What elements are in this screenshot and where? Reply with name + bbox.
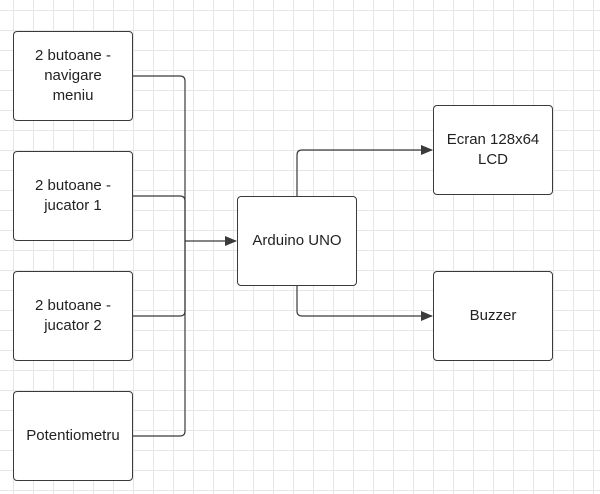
edge-nav-to-arduino: [133, 75, 186, 241]
edge-player1-to-arduino: [133, 195, 186, 241]
edge-arduino-to-buzzer: [296, 286, 433, 321]
node-lcd-screen[interactable]: Ecran 128x64 LCD: [433, 105, 553, 195]
node-label: Ecran 128x64 LCD: [446, 131, 540, 168]
node-label: Arduino UNO: [252, 232, 342, 249]
node-label: 2 butoane - jucator 2: [35, 297, 111, 334]
node-buttons-player-1[interactable]: 2 butoane - jucator 1: [13, 151, 133, 241]
node-buttons-menu-navigation[interactable]: 2 butoane - navigare meniu: [13, 31, 133, 121]
node-arduino-uno[interactable]: Arduino UNO: [237, 196, 357, 286]
node-buttons-player-2[interactable]: 2 butoane - jucator 2: [13, 271, 133, 361]
node-potentiometer[interactable]: Potentiometru: [13, 391, 133, 481]
edge-potentiometer-to-arduino: [133, 241, 186, 437]
node-label: Potentiometru: [26, 427, 120, 444]
edge-player2-to-arduino: [133, 241, 186, 317]
node-label: 2 butoane - jucator 1: [35, 177, 111, 214]
edge-arduino-to-lcd: [296, 145, 433, 196]
node-buzzer[interactable]: Buzzer: [433, 271, 553, 361]
node-label: 2 butoane - navigare meniu: [35, 47, 111, 104]
node-label: Buzzer: [469, 307, 517, 324]
